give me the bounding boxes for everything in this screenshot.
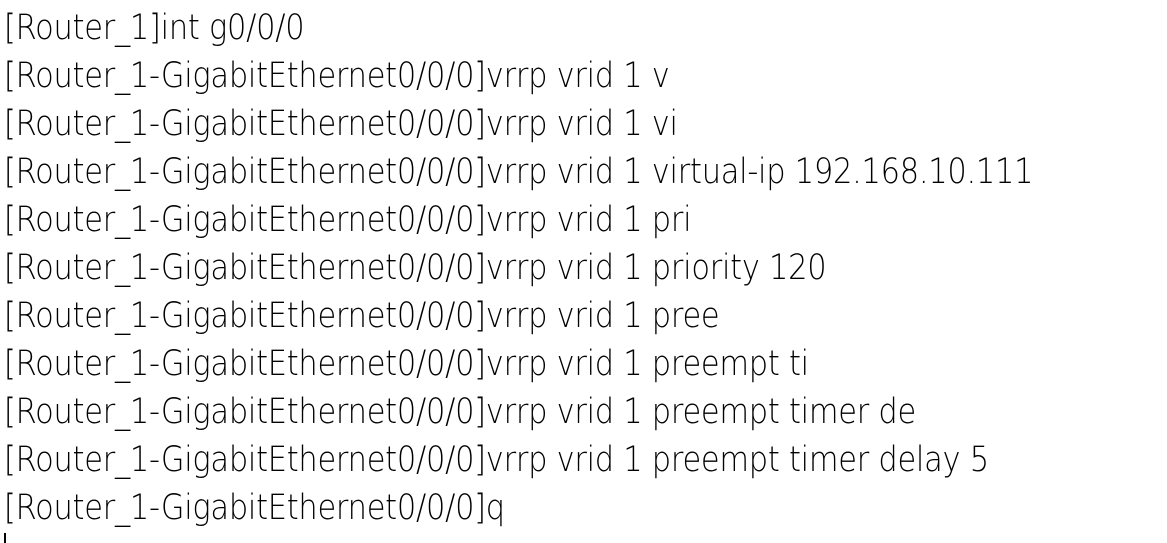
cli-prompt: [Router_1-GigabitEthernet0/0/0] <box>4 488 486 528</box>
cli-command: vrrp vrid 1 preempt timer delay 5 <box>485 440 989 480</box>
cli-prompt: [Router_1-GigabitEthernet0/0/0] <box>4 344 486 384</box>
cli-prompt: [Router_1-GigabitEthernet0/0/0] <box>4 440 486 480</box>
cli-command: vrrp vrid 1 pree <box>485 296 720 336</box>
terminal-line: [Router_1-GigabitEthernet0/0/0]vrrp vrid… <box>4 54 670 98</box>
cli-command: vrrp vrid 1 preempt timer de <box>485 392 916 432</box>
cli-prompt: [Router_1-GigabitEthernet0/0/0] <box>4 392 486 432</box>
terminal-line: [Router_1-GigabitEthernet0/0/0]vrrp vrid… <box>4 246 827 290</box>
terminal-line: [Router_1-GigabitEthernet0/0/0]vrrp vrid… <box>4 342 809 386</box>
cli-command: q <box>485 488 505 528</box>
cli-command: vrrp vrid 1 vi <box>485 104 678 144</box>
cli-prompt: [Router_1-GigabitEthernet0/0/0] <box>4 56 486 96</box>
cli-command: vrrp vrid 1 preempt ti <box>485 344 809 384</box>
terminal-line: [Router_1-GigabitEthernet0/0/0]vrrp vrid… <box>4 390 916 434</box>
cli-command: vrrp vrid 1 pri <box>485 200 692 240</box>
cli-command: vrrp vrid 1 v <box>485 56 670 96</box>
cli-prompt: [Router_1-GigabitEthernet0/0/0] <box>4 152 486 192</box>
cli-prompt: [Router_1-GigabitEthernet0/0/0] <box>4 200 486 240</box>
terminal-line: [Router_1-GigabitEthernet0/0/0]vrrp vrid… <box>4 438 989 482</box>
terminal-line: [Router_1-GigabitEthernet0/0/0]q <box>4 486 505 530</box>
terminal-line: [Router_1-GigabitEthernet0/0/0]vrrp vrid… <box>4 150 1033 194</box>
cli-prompt: [Router_1] <box>4 8 161 48</box>
terminal-line: [Router_1-GigabitEthernet0/0/0]vrrp vrid… <box>4 294 720 338</box>
bracket-fragment <box>4 533 6 543</box>
cli-command: int g0/0/0 <box>160 8 305 48</box>
cli-prompt: [Router_1-GigabitEthernet0/0/0] <box>4 104 486 144</box>
cli-command: vrrp vrid 1 priority 120 <box>485 248 827 288</box>
terminal-line: [Router_1-GigabitEthernet0/0/0]vrrp vrid… <box>4 102 678 146</box>
cli-prompt: [Router_1-GigabitEthernet0/0/0] <box>4 248 486 288</box>
cli-prompt: [Router_1-GigabitEthernet0/0/0] <box>4 296 486 336</box>
truncated-next-line <box>4 533 174 543</box>
terminal-line: [Router_1-GigabitEthernet0/0/0]vrrp vrid… <box>4 198 692 242</box>
cli-command: vrrp vrid 1 virtual-ip 192.168.10.111 <box>485 152 1034 192</box>
terminal-line: [Router_1]int g0/0/0 <box>4 6 305 50</box>
